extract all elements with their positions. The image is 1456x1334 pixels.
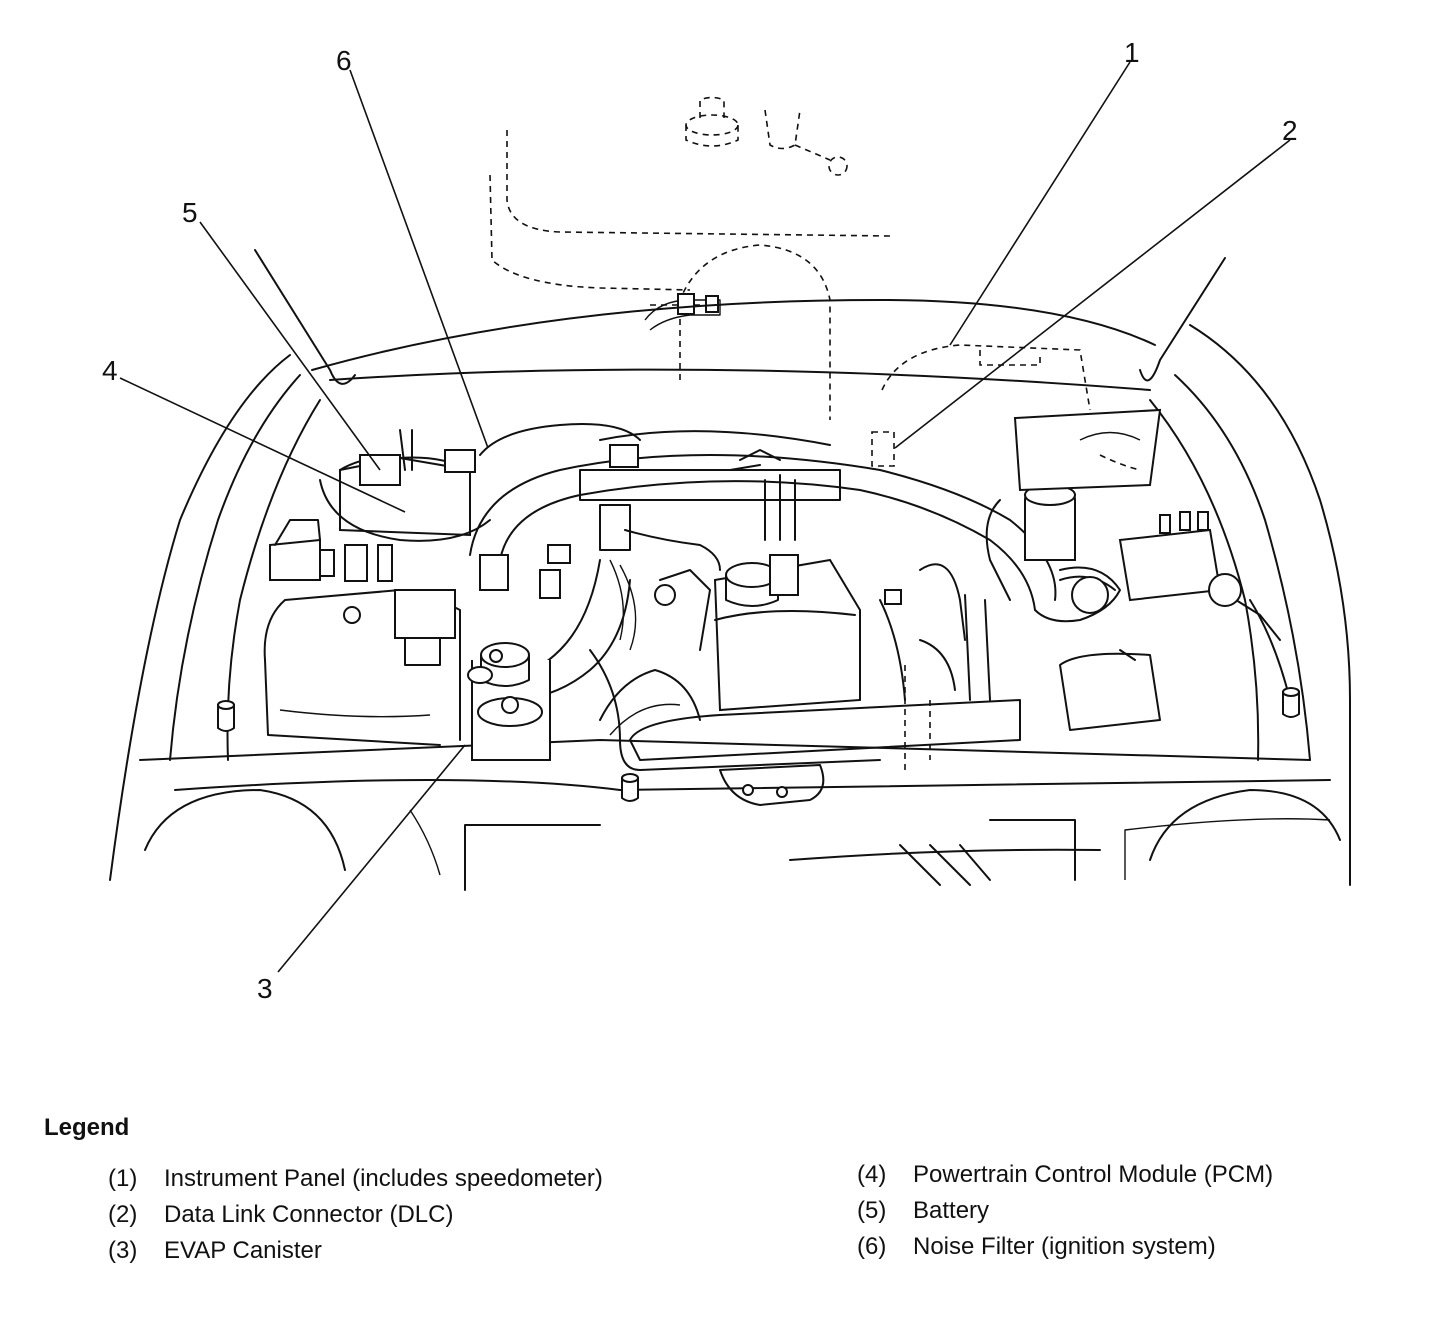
callout-4: 4	[102, 355, 118, 386]
legend-item-number: (4)	[857, 1161, 887, 1188]
legend-item: (5) Battery	[857, 1196, 1273, 1232]
legend-item-number: (6)	[857, 1233, 887, 1260]
legend-item-label: Battery	[913, 1197, 990, 1224]
brake-master-cylinder	[985, 483, 1116, 614]
legend-item-label: Instrument Panel (includes speedometer)	[164, 1165, 603, 1192]
legend-item-number: (2)	[108, 1201, 138, 1228]
battery-area	[263, 423, 641, 746]
legend-item-label: Data Link Connector (DLC)	[164, 1201, 454, 1228]
callout-6: 6	[336, 45, 352, 76]
legend-item-label: Noise Filter (ignition system)	[913, 1233, 1216, 1260]
legend-item: (3) EVAP Canister	[108, 1236, 603, 1272]
legend-item: (2) Data Link Connector (DLC)	[108, 1200, 603, 1236]
cowl-fittings	[217, 687, 1300, 802]
evap-canister	[467, 642, 551, 761]
instrument-panel-outline	[1013, 408, 1162, 492]
legend-item-number: (5)	[857, 1197, 887, 1224]
legend-item: (4) Powertrain Control Module (PCM)	[857, 1160, 1273, 1196]
callout-1: 1	[1124, 37, 1140, 68]
legend-list-left: (1) Instrument Panel (includes speedomete…	[108, 1164, 603, 1272]
vehicle-body	[109, 249, 1351, 891]
legend-list-right: (4) Powertrain Control Module (PCM) (5) Ba…	[857, 1160, 1273, 1268]
legend-item-label: EVAP Canister	[164, 1237, 322, 1264]
legend-item: (1) Instrument Panel (includes speedomete…	[108, 1164, 603, 1200]
engine-compartment-diagram: 1 2 3 4 5 6	[102, 37, 1351, 1004]
data-link-connector-outline	[871, 431, 895, 467]
legend-item-number: (1)	[108, 1165, 138, 1192]
dash-knobs	[685, 96, 848, 176]
callout-3: 3	[257, 973, 273, 1004]
dashboard-outline	[489, 130, 1091, 420]
legend-item: (6) Noise Filter (ignition system)	[857, 1232, 1273, 1268]
legend-title: Legend	[44, 1114, 130, 1141]
leader-lines	[119, 61, 1291, 973]
right-fuse-box	[1059, 511, 1291, 731]
legend-item-label: Powertrain Control Module (PCM)	[913, 1161, 1274, 1188]
engine	[469, 430, 1121, 806]
callout-5: 5	[182, 197, 198, 228]
callout-2: 2	[1282, 115, 1298, 146]
legend-item-number: (3)	[108, 1237, 138, 1264]
